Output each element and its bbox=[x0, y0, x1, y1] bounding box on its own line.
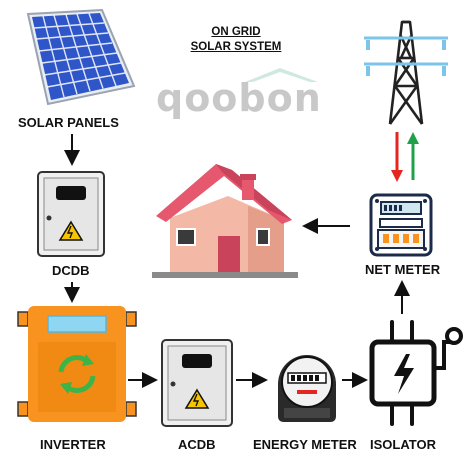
isolator-icon bbox=[369, 320, 463, 426]
diagram-title-line1: ON GRID bbox=[211, 26, 261, 38]
brand-logo: qoobon bbox=[150, 60, 330, 130]
diagram-title-line2: SOLAR SYSTEM bbox=[190, 41, 282, 53]
net-meter-icon bbox=[369, 193, 433, 257]
logo-wordmark: qoobon bbox=[156, 76, 322, 120]
house-icon bbox=[152, 164, 298, 278]
transmission-tower-icon bbox=[364, 20, 448, 125]
dcdb-label: DCDB bbox=[52, 263, 90, 278]
inverter-label: INVERTER bbox=[40, 437, 106, 452]
dcdb-distribution-box-icon bbox=[37, 171, 105, 257]
solar-panels-label: SOLAR PANELS bbox=[18, 115, 119, 130]
logo-roof-icon bbox=[245, 68, 318, 82]
solar-panel-icon bbox=[26, 8, 136, 106]
acdb-label: ACDB bbox=[178, 437, 216, 452]
inverter-icon bbox=[17, 306, 137, 422]
energy-meter-icon bbox=[278, 355, 336, 422]
isolator-label: ISOLATOR bbox=[370, 437, 436, 452]
acdb-distribution-box-icon bbox=[161, 339, 233, 427]
net-meter-label: NET METER bbox=[365, 262, 441, 277]
grid-export-import-arrows bbox=[391, 132, 419, 182]
import-arrow-icon bbox=[391, 132, 403, 182]
energy-meter-label: ENERGY METER bbox=[253, 437, 357, 452]
export-arrow-icon bbox=[407, 132, 419, 180]
